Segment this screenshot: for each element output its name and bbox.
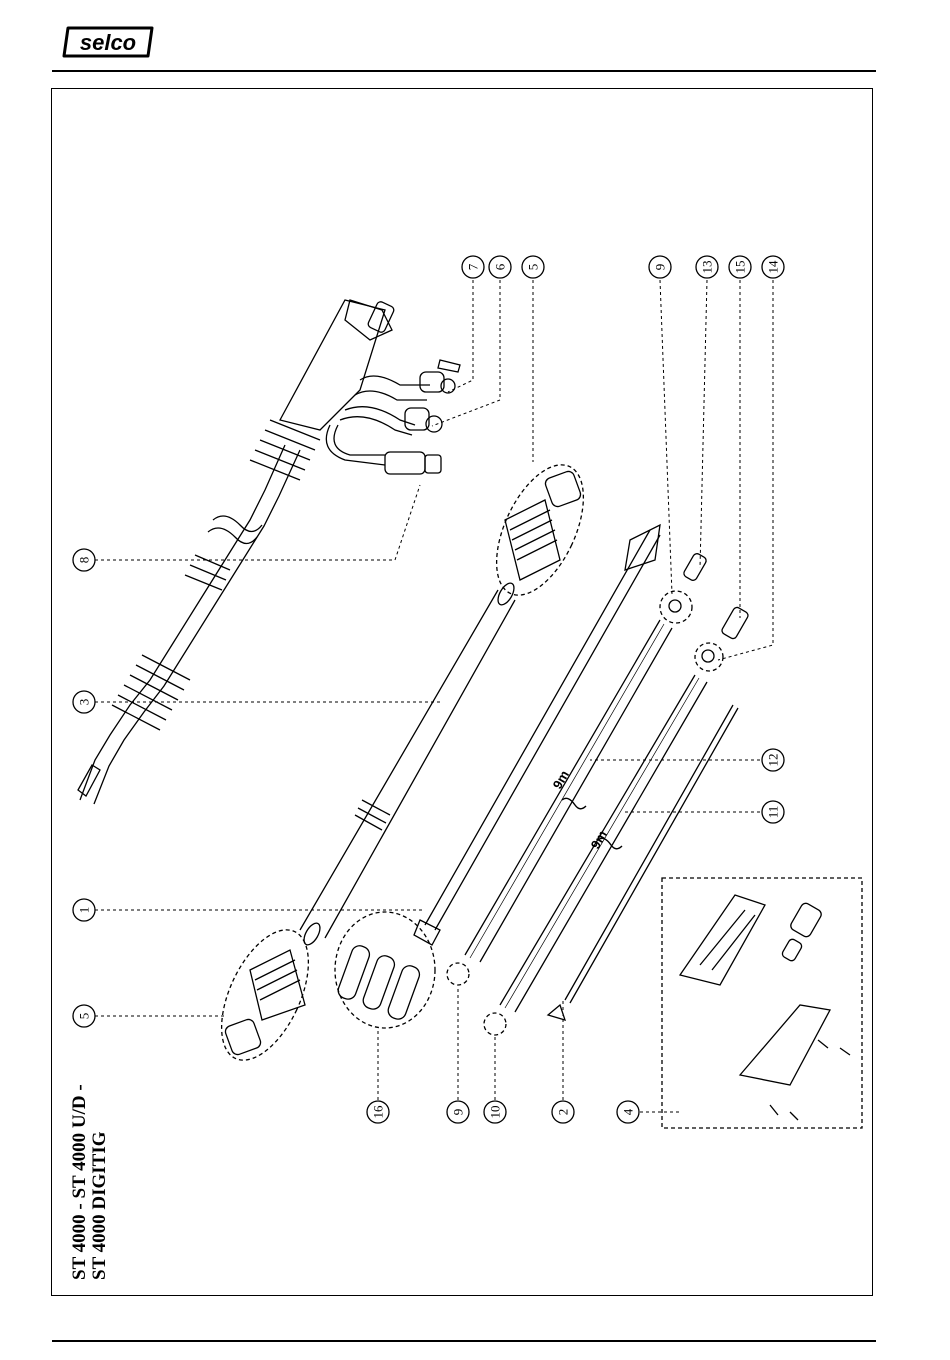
callout-9-bottom: 9 [451, 1109, 466, 1116]
dashed-groups [204, 452, 862, 1128]
callout-4: 4 [621, 1108, 636, 1115]
callout-3: 3 [77, 699, 92, 706]
callout-13: 13 [700, 261, 715, 274]
callout-12: 12 [766, 754, 781, 767]
callout-15: 15 [733, 261, 748, 274]
leader-lines [95, 280, 773, 1112]
callout-8: 8 [77, 557, 92, 564]
callout-5-bottom: 5 [77, 1013, 92, 1020]
nozzle-group-lower [224, 950, 305, 1056]
spindle-2 [548, 705, 738, 1020]
torch-hose [78, 300, 395, 804]
footer-rule [52, 1340, 876, 1342]
callout-7: 7 [466, 263, 481, 270]
callout-6: 6 [493, 263, 508, 270]
callout-14: 14 [766, 260, 781, 274]
handle-parts-4 [680, 895, 850, 1120]
callout-16: 16 [371, 1105, 386, 1119]
nozzle-group-upper [505, 470, 582, 580]
callout-1: 1 [77, 907, 92, 914]
liner-12 [465, 620, 672, 962]
small-parts [669, 552, 749, 662]
callout-5-top: 5 [526, 264, 541, 271]
power-cable [414, 525, 660, 945]
callout-10: 10 [488, 1106, 503, 1119]
callout-9-top: 9 [653, 264, 668, 271]
hose-connectors [326, 360, 460, 474]
callout-11: 11 [766, 806, 781, 819]
callout-2: 2 [556, 1109, 571, 1116]
hose-sleeve [300, 581, 517, 948]
